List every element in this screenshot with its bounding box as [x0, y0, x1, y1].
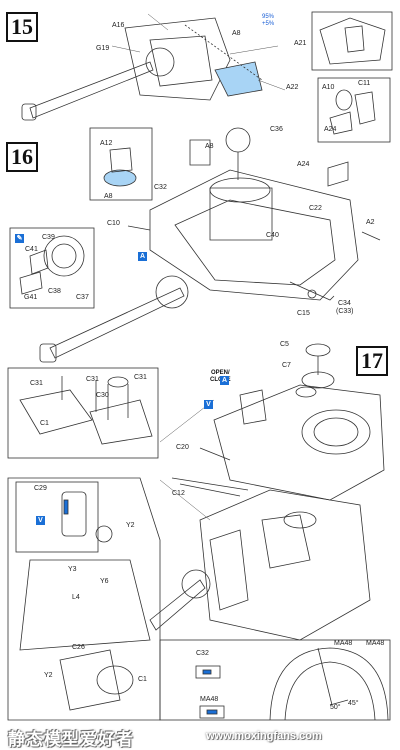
- part-label-c31a: C31: [30, 380, 43, 387]
- part-label-c26: C26: [72, 644, 85, 651]
- step-number-16: 16: [6, 142, 38, 172]
- part-label-c36: C36: [270, 126, 283, 133]
- part-label-c20: C20: [176, 444, 189, 451]
- part-label-c15: C15: [297, 310, 310, 317]
- part-label-a2: A2: [366, 219, 375, 226]
- part-label-a12: A12: [100, 140, 113, 147]
- part-label-g19: G19: [96, 45, 110, 52]
- part-label-c37: C37: [76, 294, 89, 301]
- part-label-c22: C22: [309, 205, 322, 212]
- part-label-ma48b: MA48: [366, 640, 385, 647]
- paint-ratio-5: +5%: [262, 21, 275, 27]
- part-label-a8-mid: A8: [205, 143, 214, 150]
- paint-icon: V: [204, 400, 213, 409]
- paint-ratio-95: 95%: [262, 14, 275, 20]
- part-label-a24: A24: [324, 126, 337, 133]
- part-label-a8-top: A8: [232, 30, 241, 37]
- angle-50: 50°: [330, 704, 341, 711]
- part-label-c32-low: C32: [196, 650, 209, 657]
- part-label-c29: C29: [34, 485, 47, 492]
- part-label-c40: C40: [266, 232, 279, 239]
- paint-icon-2: V: [36, 516, 45, 525]
- part-label-c31b: C31: [86, 376, 99, 383]
- step-number-15: 15: [6, 12, 38, 42]
- part-label-c10: C10: [107, 220, 120, 227]
- step-number-17: 17: [356, 346, 388, 376]
- part-label-g41: G41: [24, 294, 38, 301]
- part-label-c5: C5: [280, 341, 289, 348]
- part-label-a24-mid: A24: [297, 161, 310, 168]
- part-label-c34: C34: [338, 300, 351, 307]
- watermark-url: www.moxingfans.com: [206, 730, 322, 742]
- part-label-c33: (C33): [336, 308, 354, 315]
- cement-icon: A: [138, 252, 147, 261]
- part-label-c32: C32: [154, 184, 167, 191]
- watermark-cn: 静态模型爱好者: [8, 730, 134, 750]
- angle-45: 45°: [348, 700, 359, 707]
- part-label-a16: A16: [112, 22, 125, 29]
- part-label-c1-low: C1: [138, 676, 147, 683]
- part-label-c7: C7: [282, 362, 291, 369]
- part-label-c38: C38: [48, 288, 61, 295]
- part-label-a22: A22: [286, 84, 299, 91]
- part-label-c39: C39: [42, 234, 55, 241]
- part-label-c30: C30: [96, 392, 109, 399]
- cement-icon-3: A: [220, 376, 229, 385]
- part-label-l4: L4: [72, 594, 80, 601]
- part-label-a10: A10: [322, 84, 335, 91]
- part-label-ma48a: MA48: [334, 640, 353, 647]
- part-label-a8-inset: A8: [104, 193, 113, 200]
- part-label-y3: Y3: [68, 566, 77, 573]
- part-label-c31c: C31: [134, 374, 147, 381]
- part-label-y2: Y2: [126, 522, 135, 529]
- part-label-c11: C11: [358, 80, 371, 87]
- part-label-y6: Y6: [100, 578, 109, 585]
- cement-icon-2: ✎: [15, 234, 24, 243]
- part-label-c1-inset: C1: [40, 420, 49, 427]
- part-label-y2-low: Y2: [44, 672, 53, 679]
- part-label-a21: A21: [294, 40, 307, 47]
- part-label-c12: C12: [172, 490, 185, 497]
- watermark: 静态模型爱好者 www.moxingfans.com: [0, 723, 400, 750]
- part-label-c41: C41: [25, 246, 38, 253]
- part-label-ma48c: MA48: [200, 696, 219, 703]
